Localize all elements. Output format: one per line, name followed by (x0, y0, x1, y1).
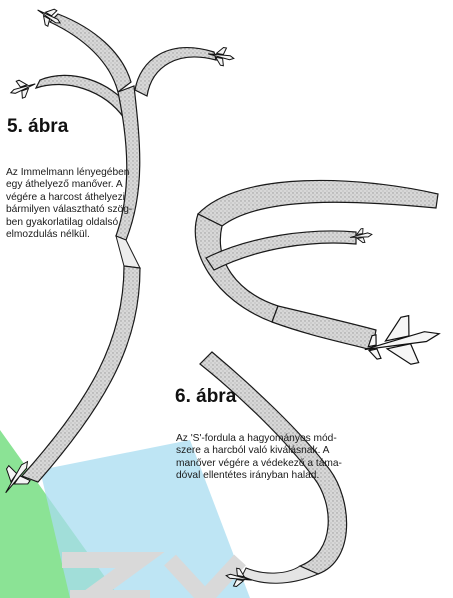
figure-6-caption-line: manőver végére a védekező a táma- (176, 458, 342, 470)
s-turn-ribbon-exit (242, 566, 318, 583)
figure-6-title: 6. ábra (175, 386, 236, 408)
s-turn-ribbon-upper-band (206, 231, 356, 270)
figure-5-caption-line: ben gyakorlatilag oldalsó (6, 217, 132, 229)
figure-5-caption-line: végére a harcost áthelyezi (6, 192, 132, 204)
figure-5-caption-line: elmozdulás nélkül. (6, 229, 132, 241)
figure-5-caption: Az Immelmann lényegében egy áthelyező ma… (6, 167, 132, 241)
figure-5-title: 5. ábra (7, 116, 68, 138)
immelmann-ribbon-right-arm (135, 48, 216, 96)
figure-6-caption: Az 'S'-fordula a hagyományos mód- szere … (176, 433, 342, 483)
jet-icon-s-turn-main (360, 310, 444, 373)
s-turn-ribbon-left-curve (195, 214, 278, 322)
jet-icon-loop (8, 75, 39, 101)
figure-5-caption-line: Az Immelmann lényegében (6, 167, 132, 179)
figure-6-caption-line: Az 'S'-fordula a hagyományos mód- (176, 433, 342, 445)
figure-5-caption-line: bármilyen választható szög- (6, 204, 132, 216)
split-s-diagram (195, 180, 444, 589)
immelmann-ribbon-trunk-lower (22, 266, 140, 482)
figure-6-caption-line: dóval ellentétes irányban halad. (176, 470, 342, 482)
s-turn-ribbon-middle-band (272, 306, 376, 350)
figure-5-caption-line: egy áthelyező manőver. A (6, 179, 132, 191)
s-turn-ribbon-top-arc (198, 180, 438, 226)
figure-6-caption-line: szere a harcból való kiválásnak. A (176, 445, 342, 457)
